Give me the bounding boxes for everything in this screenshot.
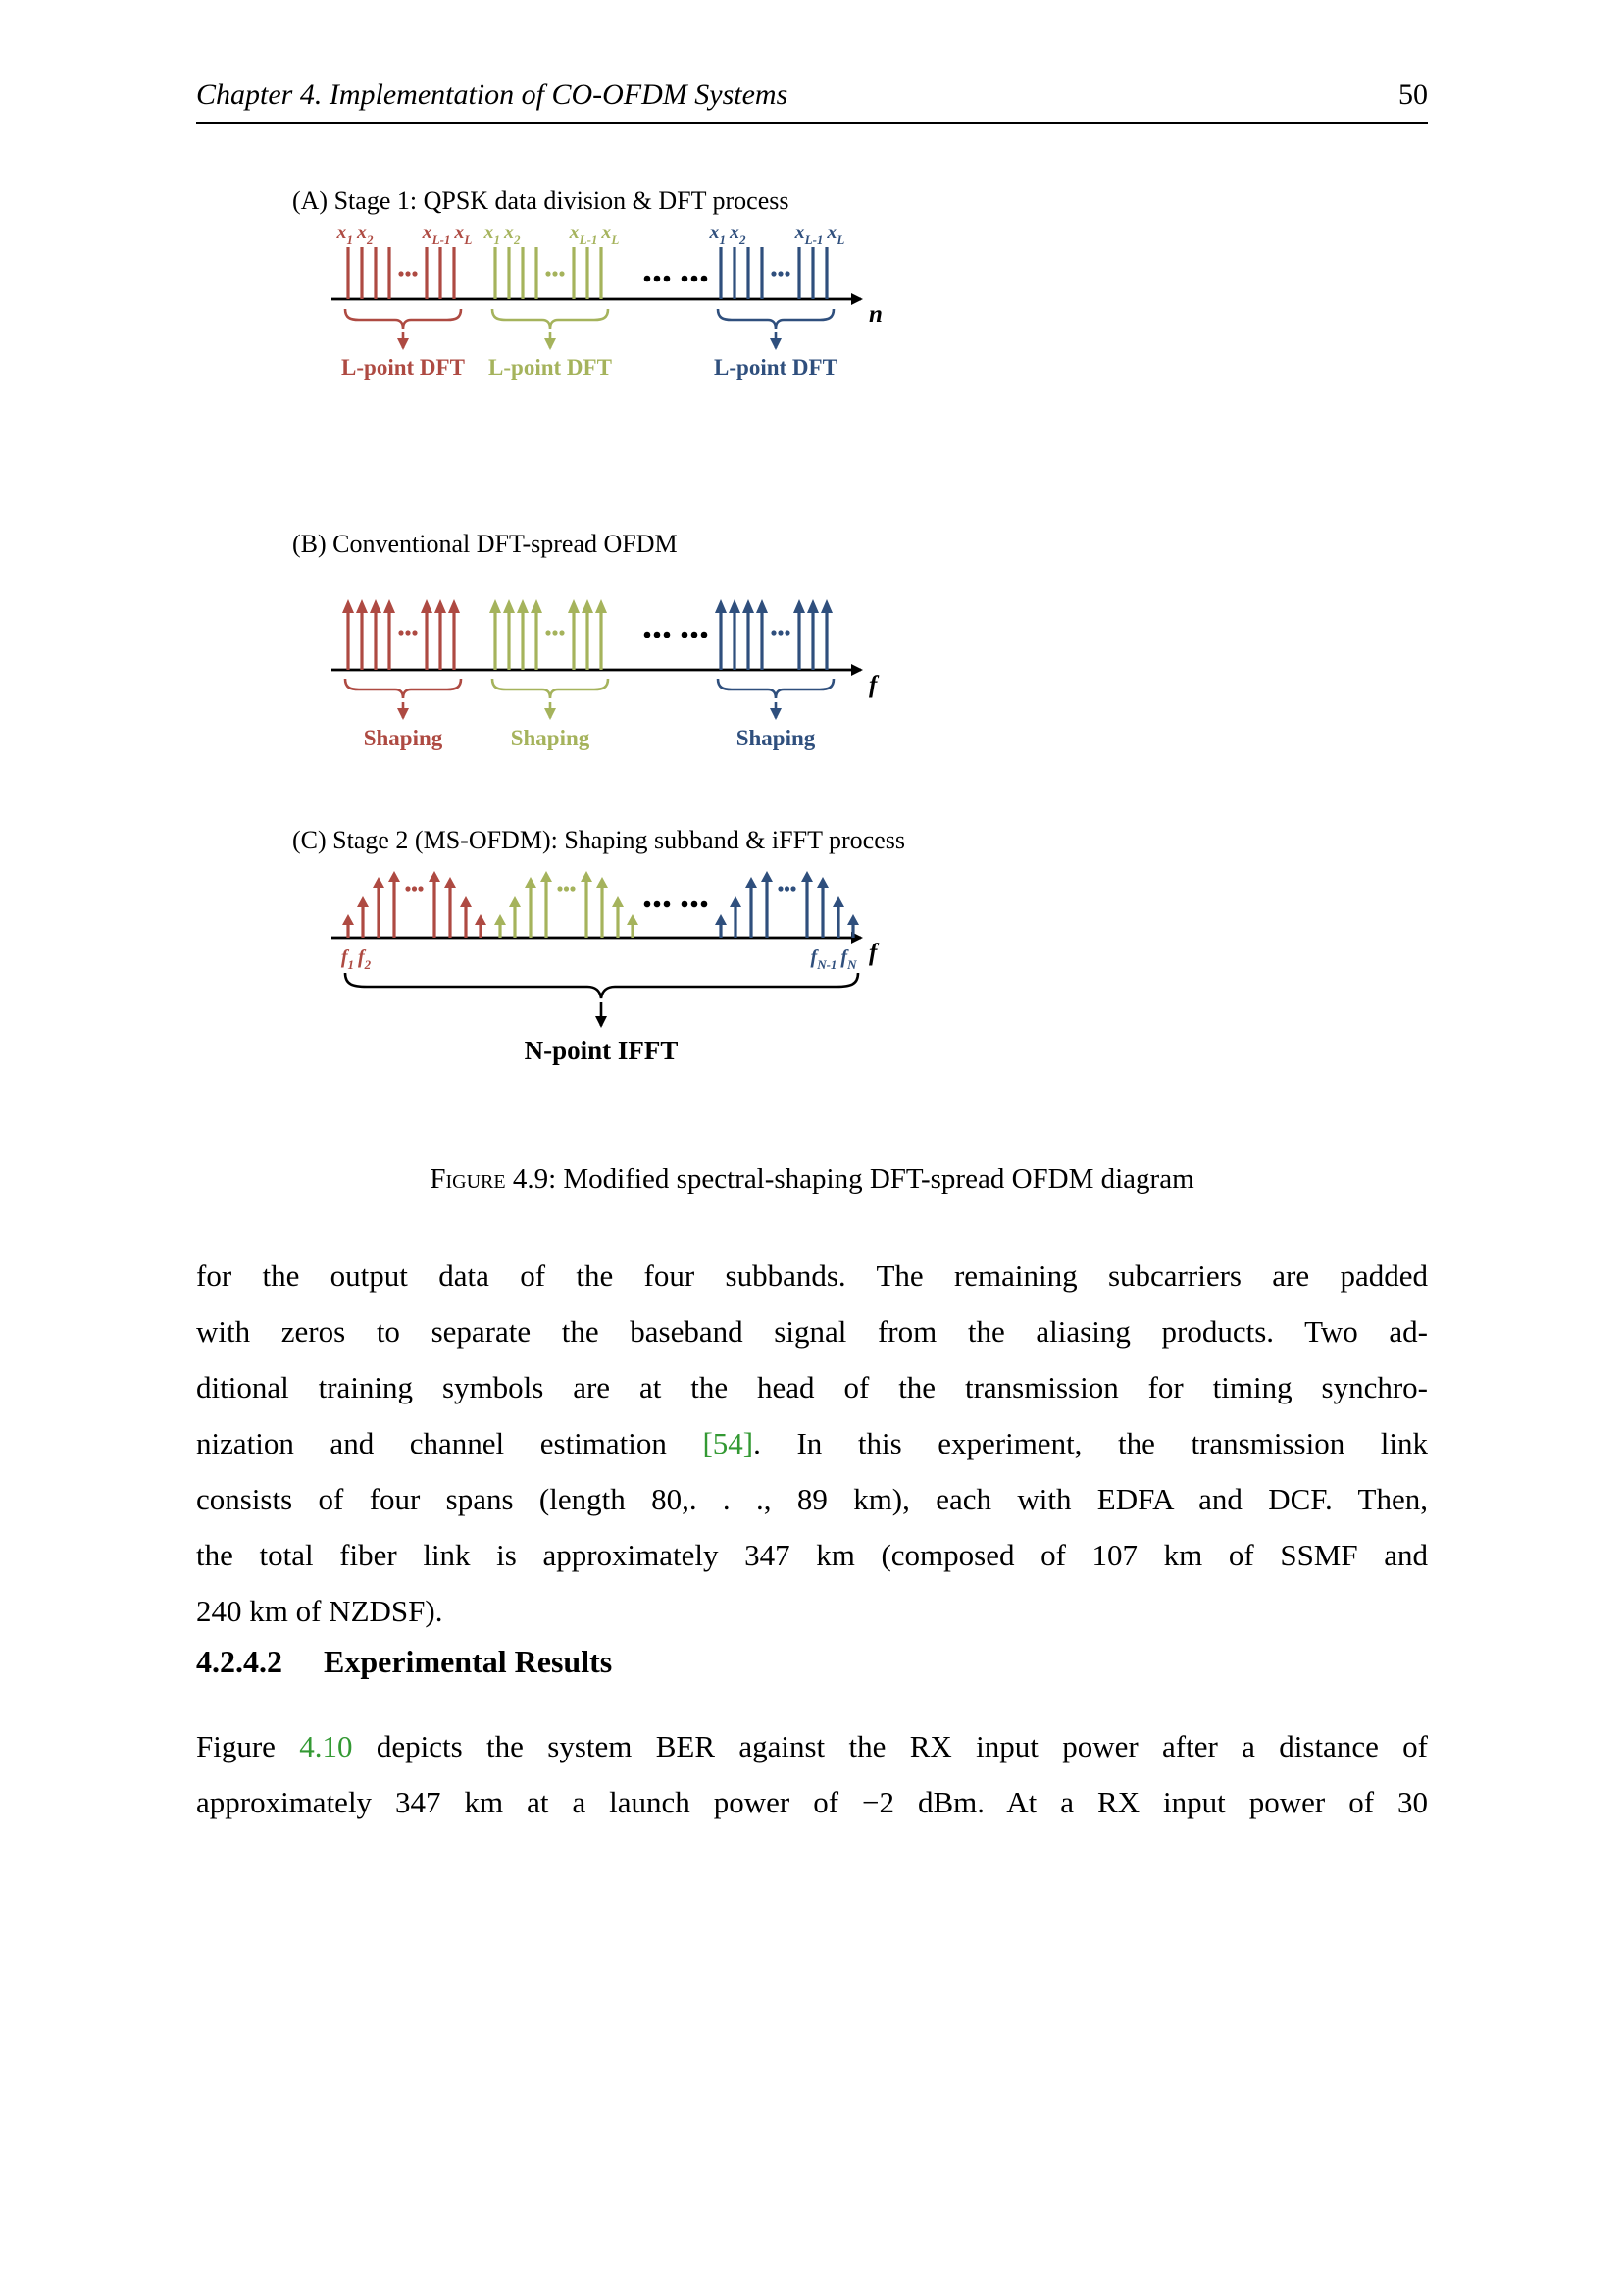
text-line: consists of four spans (length 80,. . .,… xyxy=(196,1482,1428,1516)
shaped-subband-red xyxy=(340,869,488,940)
shaping-label-red: Shaping xyxy=(364,726,443,750)
shaped-subband-green xyxy=(492,869,640,940)
figure-caption: Figure 4.9: Modified spectral-shaping DF… xyxy=(196,1163,1428,1196)
panel-c-title: (C) Stage 2 (MS-OFDM): Shaping subband &… xyxy=(292,826,905,854)
text-line: Figure 4.10 depicts the system BER again… xyxy=(196,1718,1428,1774)
section-number: 4.2.4.2 xyxy=(196,1644,282,1679)
dft-label-green: L-point DFT xyxy=(488,355,612,380)
section-heading: 4.2.4.2 Experimental Results xyxy=(196,1644,1428,1680)
panel-b-diagram: f Shaping Shaping Shaping xyxy=(331,597,880,750)
page-number: 50 xyxy=(1398,78,1428,111)
running-header-text: Chapter 4. Implementation of CO-OFDM Sys… xyxy=(196,78,787,111)
dft-brace-red xyxy=(343,308,463,330)
paragraph-2: Figure 4.10 depicts the system BER again… xyxy=(196,1718,1428,1830)
dft-label-red: L-point DFT xyxy=(341,355,465,380)
between-subbands-dots xyxy=(643,631,708,638)
dft-brace-blue xyxy=(716,308,836,330)
subband-green xyxy=(487,597,609,672)
text-segment: . In this experiment, the transmission l… xyxy=(753,1426,1428,1460)
panel-b-title: (B) Conventional DFT-spread OFDM xyxy=(292,530,678,558)
panel-a-title: (A) Stage 1: QPSK data division & DFT pr… xyxy=(292,186,789,215)
text-line: nization and channel estimation [54]. In… xyxy=(196,1415,1428,1471)
text-segment: Figure xyxy=(196,1729,300,1763)
dft-brace-green xyxy=(490,308,610,330)
shaping-label-blue: Shaping xyxy=(736,726,816,750)
shaped-subband-blue xyxy=(713,869,861,940)
text-line: the total fiber link is approximately 34… xyxy=(196,1538,1428,1572)
ifft-brace xyxy=(343,972,860,999)
figure-caption-text: Modified spectral-shaping DFT-spread OFD… xyxy=(563,1163,1194,1195)
text-line: for the output data of the four subbands… xyxy=(196,1258,1428,1293)
axis-label-f: f xyxy=(869,672,880,698)
text-line: ditional training symbols are at the hea… xyxy=(196,1370,1428,1404)
text-line: with zeros to separate the baseband sign… xyxy=(196,1314,1428,1349)
citation-link-54[interactable]: [54] xyxy=(702,1426,754,1460)
axis-label-n: n xyxy=(869,301,883,328)
shaping-label-green: Shaping xyxy=(511,726,590,750)
text-segment: depicts the system BER against the RX in… xyxy=(352,1729,1429,1763)
chapter-title: Implementation of CO-OFDM Systems xyxy=(329,78,788,111)
dft-label-blue: L-point DFT xyxy=(714,355,837,380)
subband-red xyxy=(340,597,462,672)
ifft-label: N-point IFFT xyxy=(525,1036,679,1065)
running-header: Chapter 4. Implementation of CO-OFDM Sys… xyxy=(196,78,1428,112)
chapter-label: Chapter 4. xyxy=(196,78,323,111)
qpsk-block-blue xyxy=(719,245,829,301)
axis-label-f: f xyxy=(869,940,880,966)
between-blocks-dots xyxy=(643,275,708,282)
qpsk-block-green xyxy=(493,245,603,301)
header-rule xyxy=(196,122,1428,124)
figure-ref-link-4-10[interactable]: 4.10 xyxy=(299,1729,353,1763)
figure-caption-label: Figure 4.9: xyxy=(430,1163,557,1195)
paragraph-1: for the output data of the four subbands… xyxy=(196,1248,1428,1639)
text-line: approximately 347 km at a launch power o… xyxy=(196,1785,1428,1819)
qpsk-block-red xyxy=(346,245,456,301)
between-subbands-dots xyxy=(643,900,708,908)
shaping-brace-green xyxy=(490,678,610,699)
shaping-brace-blue xyxy=(716,678,836,699)
text-line: 240 km of NZDSF). xyxy=(196,1594,443,1628)
shaping-brace-red xyxy=(343,678,463,699)
subband-blue xyxy=(713,597,835,672)
text-segment: nization and channel estimation xyxy=(196,1426,703,1460)
section-title: Experimental Results xyxy=(324,1644,613,1679)
